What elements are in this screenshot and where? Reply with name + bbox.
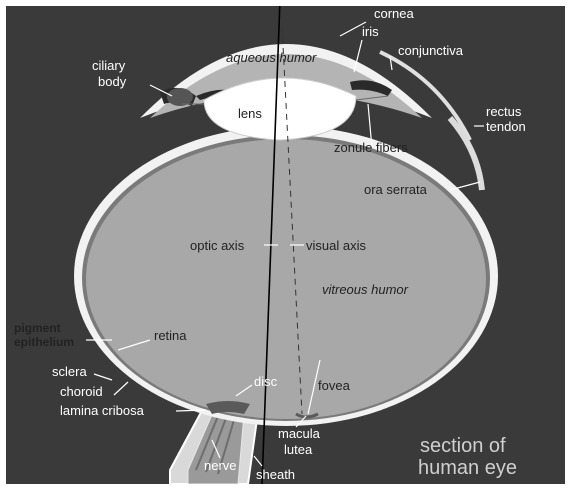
label-nerve: nerve [204, 458, 237, 473]
label-conjunctiva: conjunctiva [398, 43, 464, 58]
label-optic-axis: optic axis [190, 238, 245, 253]
label-ciliary-body-1: ciliary [92, 58, 126, 73]
label-rectus-tendon-1: rectus [486, 104, 522, 119]
label-aqueous-humor: aqueous humor [226, 50, 317, 65]
label-iris: iris [362, 24, 379, 39]
label-pigment-epithelium-1: pigment [14, 321, 61, 335]
label-disc: disc [254, 374, 278, 389]
vitreous-body [86, 139, 486, 419]
label-choroid: choroid [60, 384, 103, 399]
label-cornea: cornea [374, 6, 415, 21]
label-lens: lens [238, 106, 262, 121]
label-rectus-tendon-2: tendon [486, 119, 526, 134]
label-zonule-fibers: zonule fibers [334, 140, 408, 155]
title-line-1: section of [420, 435, 506, 457]
title-line-2: human eye [418, 457, 517, 479]
label-pigment-epithelium-2: epithelium [14, 335, 74, 349]
label-sclera: sclera [52, 364, 87, 379]
label-macula-lutea-1: macula [278, 426, 321, 441]
label-lamina-cribosa: lamina cribosa [60, 403, 145, 418]
label-retina: retina [154, 328, 187, 343]
label-visual-axis: visual axis [306, 238, 366, 253]
label-ora-serrata: ora serrata [364, 182, 428, 197]
ciliary-body-shape [167, 88, 193, 106]
label-macula-lutea-2: lutea [284, 442, 313, 457]
label-sheath: sheath [256, 467, 295, 482]
label-vitreous-humor: vitreous humor [322, 282, 409, 297]
label-fovea: fovea [318, 378, 351, 393]
label-ciliary-body-2: body [98, 74, 127, 89]
